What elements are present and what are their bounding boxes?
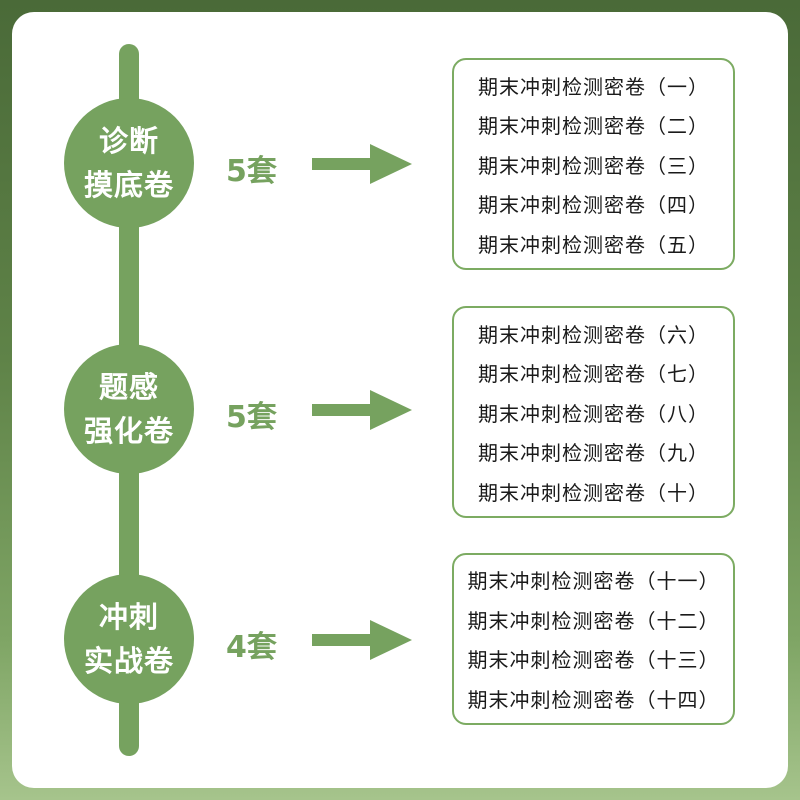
stage-node-reinforce: 题感 强化卷 (64, 344, 194, 474)
arrow-right-icon (312, 620, 412, 660)
paper-item: 期末冲刺检测密卷（四） (478, 193, 709, 217)
paper-item: 期末冲刺检测密卷（九） (478, 441, 709, 465)
paper-item: 期末冲刺检测密卷（八） (478, 401, 709, 426)
paper-item: 期末冲刺检测密卷（十二） (467, 608, 720, 633)
paper-item: 期末冲刺检测密卷（十三） (467, 648, 720, 673)
paper-item: 期末冲刺检测密卷（一） (478, 74, 709, 99)
stage-node-diagnostic: 诊断 摸底卷 (64, 98, 194, 228)
stage-label-line2: 摸底卷 (83, 168, 174, 202)
paper-item: 期末冲刺检测密卷（二） (478, 114, 709, 138)
paper-item: 期末冲刺检测密卷（七） (478, 362, 709, 386)
paper-list-box: 期末冲刺检测密卷（十一） 期末冲刺检测密卷（十二） 期末冲刺检测密卷（十三） 期… (452, 553, 735, 725)
paper-list-box: 期末冲刺检测密卷（一） 期末冲刺检测密卷（二） 期末冲刺检测密卷（三） 期末冲刺… (452, 58, 735, 270)
set-count: 5套 (226, 154, 277, 189)
paper-item: 期末冲刺检测密卷（十四） (467, 687, 720, 712)
set-count: 4套 (226, 630, 277, 665)
paper-item: 期末冲刺检测密卷（十一） (467, 569, 720, 594)
paper-item: 期末冲刺检测密卷（三） (478, 153, 709, 178)
stage-node-sprint: 冲刺 实战卷 (64, 574, 194, 704)
paper-list-box: 期末冲刺检测密卷（六） 期末冲刺检测密卷（七） 期末冲刺检测密卷（八） 期末冲刺… (452, 306, 735, 518)
stage-label-line2: 实战卷 (83, 644, 174, 678)
stage-label-line1: 题感 (98, 370, 159, 404)
paper-item: 期末冲刺检测密卷（十） (478, 480, 709, 505)
arrow-right-icon (312, 144, 412, 184)
paper-item: 期末冲刺检测密卷（六） (478, 322, 709, 347)
arrow-right-icon (312, 390, 412, 430)
stage-label-line2: 强化卷 (83, 414, 174, 448)
stage-label-line1: 诊断 (98, 124, 159, 158)
paper-item: 期末冲刺检测密卷（五） (478, 232, 709, 257)
set-count: 5套 (226, 400, 277, 435)
stage-label-line1: 冲刺 (98, 600, 159, 634)
